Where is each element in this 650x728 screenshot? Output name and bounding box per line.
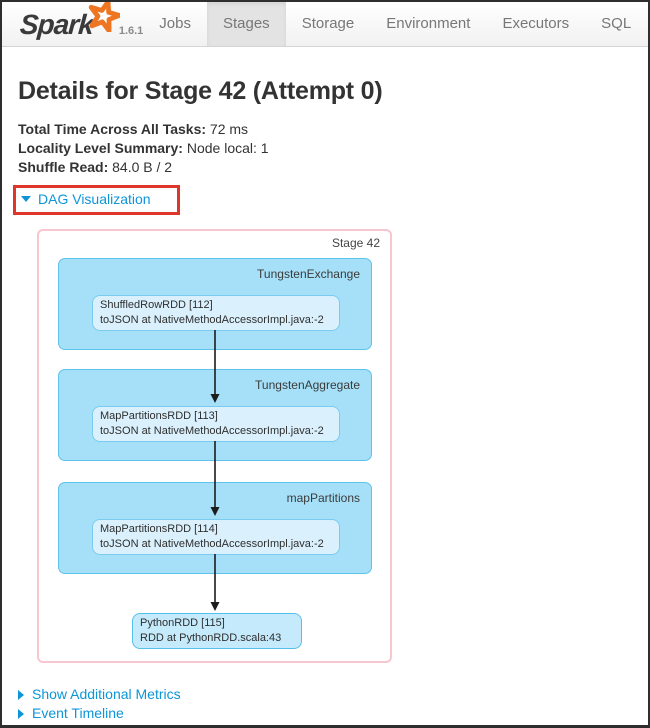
node-callsite: toJSON at NativeMethodAccessorImpl.java:… <box>100 538 324 550</box>
node-callsite: toJSON at NativeMethodAccessorImpl.java:… <box>100 314 324 326</box>
node-title: ShuffledRowRDD [112] <box>100 299 213 311</box>
tab-environment[interactable]: Environment <box>386 15 471 32</box>
dag-cluster-tungstenexchange: TungstenExchange ShuffledRowRDD [112] to… <box>58 258 372 350</box>
metric-label: Locality Level Summary: <box>18 140 183 156</box>
navbar: Spark 1.6.1 Jobs Stages Storage Environm… <box>2 2 648 47</box>
spark-version: 1.6.1 <box>118 25 144 37</box>
node-title: MapPartitionsRDD [113] <box>100 410 218 422</box>
dag-toggle-label: DAG Visualization <box>38 191 151 207</box>
tab-executors[interactable]: Executors <box>502 15 570 32</box>
annotation-highlight-box: DAG Visualization <box>13 185 180 215</box>
tab-jobs[interactable]: Jobs <box>159 15 191 32</box>
metric-label: Shuffle Read: <box>18 159 109 175</box>
metric-locality: Locality Level Summary: Node local: 1 <box>18 139 632 158</box>
toggle-label: Event Timeline <box>32 705 124 721</box>
caret-right-icon <box>18 708 24 719</box>
dag-visualization-canvas: Stage 42 TungstenExchange ShuffledRowRDD… <box>37 229 392 663</box>
dag-node-shuffledrowrdd[interactable]: ShuffledRowRDD [112] toJSON at NativeMet… <box>92 295 340 331</box>
metric-value: Node local: 1 <box>186 140 269 156</box>
cluster-name: TungstenAggregate <box>255 378 360 392</box>
node-title: PythonRDD [115] <box>140 617 225 629</box>
metric-total-time: Total Time Across All Tasks: 72 ms <box>18 120 632 139</box>
metric-label: Total Time Across All Tasks: <box>18 121 207 137</box>
tab-stages[interactable]: Stages <box>206 2 286 46</box>
spark-star-icon <box>88 2 122 34</box>
dag-visualization-toggle[interactable]: DAG Visualization <box>21 191 151 207</box>
metric-value: 84.0 B / 2 <box>112 159 173 175</box>
main-content: Details for Stage 42 (Attempt 0) Total T… <box>2 77 648 723</box>
cluster-name: mapPartitions <box>286 491 360 505</box>
metric-value: 72 ms <box>209 121 249 137</box>
dag-node-mappartitionsrdd-114[interactable]: MapPartitionsRDD [114] toJSON at NativeM… <box>92 519 340 555</box>
tab-storage[interactable]: Storage <box>301 15 355 32</box>
caret-down-icon <box>21 196 31 202</box>
caret-right-icon <box>18 689 24 700</box>
spark-logo-text: Spark <box>18 8 94 40</box>
stage-summary-metrics: Total Time Across All Tasks: 72 ms Local… <box>18 120 632 177</box>
spark-logo[interactable]: Spark 1.6.1 <box>2 2 143 46</box>
dag-cluster-mappartitions: mapPartitions MapPartitionsRDD [114] toJ… <box>58 482 372 574</box>
page-title: Details for Stage 42 (Attempt 0) <box>18 77 383 105</box>
stage-box-label: Stage 42 <box>331 236 380 250</box>
dag-node-mappartitionsrdd-113[interactable]: MapPartitionsRDD [113] toJSON at NativeM… <box>92 406 340 442</box>
node-callsite: toJSON at NativeMethodAccessorImpl.java:… <box>100 425 324 437</box>
node-title: MapPartitionsRDD [114] <box>100 523 218 535</box>
dag-cluster-tungstenaggregate: TungstenAggregate MapPartitionsRDD [113]… <box>58 369 372 461</box>
metric-shuffle-read: Shuffle Read: 84.0 B / 2 <box>18 158 632 177</box>
collapsible-toggles: Show Additional Metrics Event Timeline <box>18 685 632 723</box>
toggle-label: Show Additional Metrics <box>32 686 181 702</box>
show-additional-metrics-toggle[interactable]: Show Additional Metrics <box>18 685 632 704</box>
nav-tabs: Jobs Stages Storage Environment Executor… <box>143 2 648 46</box>
cluster-name: TungstenExchange <box>257 267 360 281</box>
node-callsite: RDD at PythonRDD.scala:43 <box>140 632 282 644</box>
dag-node-pythonrdd[interactable]: PythonRDD [115] RDD at PythonRDD.scala:4… <box>132 613 302 649</box>
event-timeline-toggle[interactable]: Event Timeline <box>18 704 632 723</box>
tab-sql[interactable]: SQL <box>601 15 632 32</box>
